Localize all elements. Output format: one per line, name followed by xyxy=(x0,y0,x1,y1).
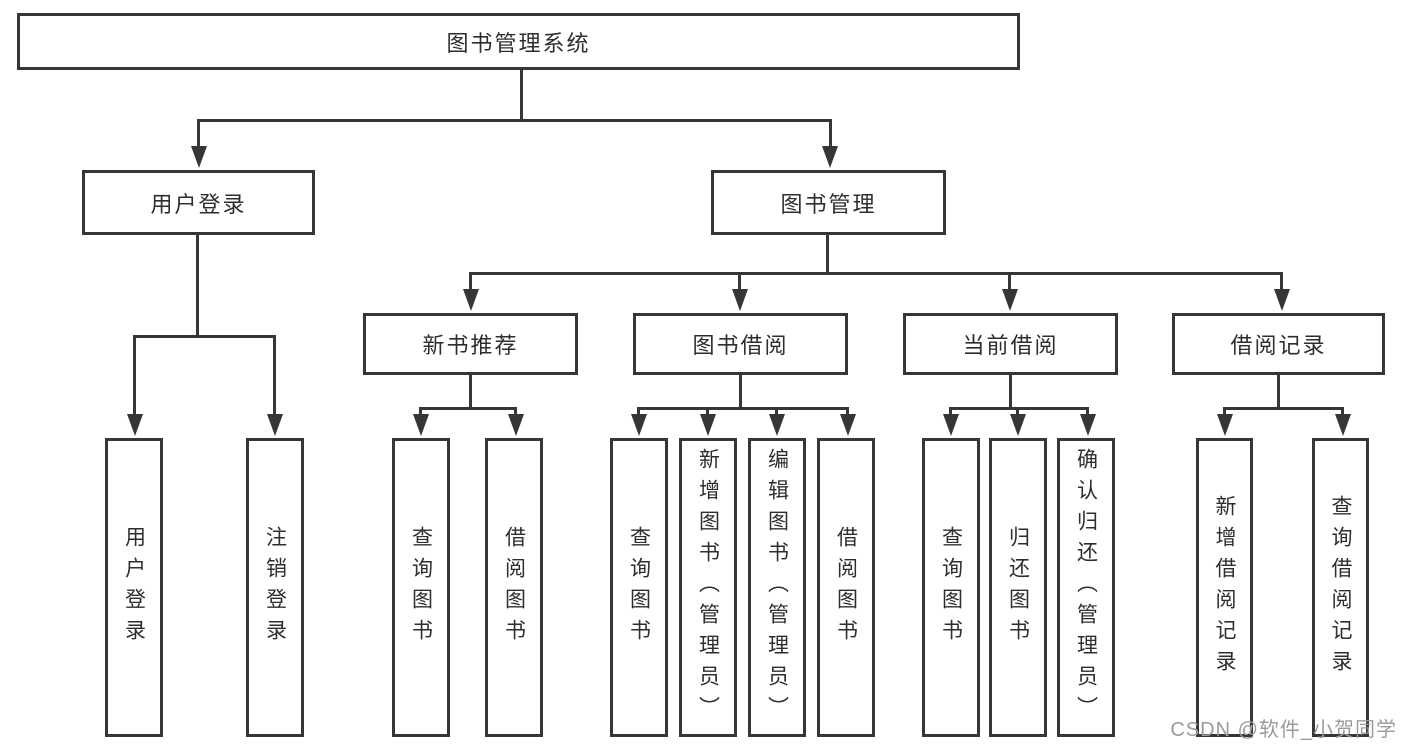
leaf-add-borrow-record: 新增借阅记录 xyxy=(1196,438,1253,737)
arrow-down-icon xyxy=(1010,414,1026,436)
leaf-logout: 注销登录 xyxy=(246,438,304,737)
arrow-down-icon xyxy=(700,414,716,436)
node-borrow-records: 借阅记录 xyxy=(1172,313,1385,375)
arrow-down-icon xyxy=(769,414,785,436)
leaf-query-books-3: 查询图书 xyxy=(922,438,980,737)
arrow-down-icon xyxy=(732,289,748,311)
connector-line xyxy=(469,272,1283,275)
arrow-down-icon xyxy=(191,146,207,168)
connector-line xyxy=(419,407,517,410)
leaf-user-login-label: 用户登录 xyxy=(122,525,146,650)
leaf-return-book-label: 归还图书 xyxy=(1006,525,1030,650)
leaf-add-borrow-record-label: 新增借阅记录 xyxy=(1213,494,1236,681)
arrow-down-icon xyxy=(1080,414,1096,436)
leaf-borrow-books-1: 借阅图书 xyxy=(485,438,543,737)
connector-line xyxy=(197,119,200,151)
leaf-borrow-books-2: 借阅图书 xyxy=(817,438,875,737)
connector-line xyxy=(637,407,640,419)
connector-line xyxy=(520,70,523,122)
node-current-borrow: 当前借阅 xyxy=(903,313,1118,375)
connector-line xyxy=(1277,375,1280,410)
connector-line xyxy=(739,375,742,410)
arrow-down-icon xyxy=(1217,414,1233,436)
connector-line xyxy=(1223,407,1226,419)
leaf-query-borrow-record: 查询借阅记录 xyxy=(1312,438,1369,737)
arrow-down-icon xyxy=(463,289,479,311)
leaf-query-books-3-label: 查询图书 xyxy=(939,525,963,650)
connector-line xyxy=(514,407,517,419)
arrow-down-icon xyxy=(822,146,838,168)
node-book-borrow: 图书借阅 xyxy=(633,313,848,375)
connector-line xyxy=(846,407,849,419)
connector-line xyxy=(1008,272,1011,294)
watermark: CSDN @软件_小贺同学 xyxy=(1170,719,1397,741)
connector-line xyxy=(469,375,472,410)
node-book-management: 图书管理 xyxy=(711,170,946,235)
leaf-query-books-1-label: 查询图书 xyxy=(409,525,433,650)
node-root: 图书管理系统 xyxy=(17,13,1020,70)
connector-line xyxy=(419,407,422,419)
leaf-borrow-books-2-label: 借阅图书 xyxy=(834,525,858,650)
node-new-book-recommend-label: 新书推荐 xyxy=(422,333,519,358)
arrow-down-icon xyxy=(1335,414,1351,436)
node-root-label: 图书管理系统 xyxy=(446,30,591,56)
arrow-down-icon xyxy=(267,414,283,436)
node-book-management-label: 图书管理 xyxy=(780,191,877,217)
connector-line xyxy=(949,407,1089,410)
node-book-borrow-label: 图书借阅 xyxy=(692,333,789,358)
connector-line xyxy=(197,119,832,122)
arrow-down-icon xyxy=(631,414,647,436)
leaf-query-books-2-label: 查询图书 xyxy=(627,525,651,650)
connector-line xyxy=(738,272,741,294)
arrow-down-icon xyxy=(943,414,959,436)
arrow-down-icon xyxy=(840,414,856,436)
connector-line xyxy=(775,407,778,419)
leaf-return-book: 归还图书 xyxy=(989,438,1047,737)
leaf-add-book-admin-label: 新增图书（管理员） xyxy=(696,448,720,727)
connector-line xyxy=(949,407,952,419)
leaf-add-book-admin: 新增图书（管理员） xyxy=(679,438,737,737)
arrow-down-icon xyxy=(1274,289,1290,311)
leaf-query-books-2: 查询图书 xyxy=(610,438,668,737)
connector-line xyxy=(1086,407,1089,419)
connector-line xyxy=(1341,407,1344,419)
connector-line xyxy=(826,235,829,275)
connector-line xyxy=(1009,375,1012,410)
node-current-borrow-label: 当前借阅 xyxy=(962,333,1059,358)
leaf-query-borrow-record-label: 查询借阅记录 xyxy=(1329,494,1352,681)
leaf-logout-label: 注销登录 xyxy=(263,525,287,650)
node-borrow-records-label: 借阅记录 xyxy=(1230,333,1327,358)
connector-line xyxy=(196,235,199,338)
leaf-edit-book-admin-label: 编辑图书（管理员） xyxy=(765,448,789,727)
connector-line xyxy=(1016,407,1019,419)
leaf-confirm-return-admin-label: 确认归还（管理员） xyxy=(1074,448,1098,727)
arrow-down-icon xyxy=(413,414,429,436)
arrow-down-icon xyxy=(127,414,143,436)
leaf-query-books-1: 查询图书 xyxy=(392,438,450,737)
node-user-login: 用户登录 xyxy=(82,170,315,235)
arrow-down-icon xyxy=(1002,289,1018,311)
node-user-login-label: 用户登录 xyxy=(150,191,247,217)
connector-line xyxy=(469,272,472,294)
arrow-down-icon xyxy=(508,414,524,436)
connector-line xyxy=(1280,272,1283,294)
connector-line xyxy=(273,335,276,419)
connector-line xyxy=(133,335,276,338)
connector-line xyxy=(1223,407,1344,410)
node-new-book-recommend: 新书推荐 xyxy=(363,313,578,375)
leaf-user-login: 用户登录 xyxy=(105,438,163,737)
connector-line xyxy=(829,119,832,151)
leaf-edit-book-admin: 编辑图书（管理员） xyxy=(748,438,806,737)
connector-line xyxy=(133,335,136,419)
leaf-confirm-return-admin: 确认归还（管理员） xyxy=(1057,438,1115,737)
connector-line xyxy=(637,407,849,410)
leaf-borrow-books-1-label: 借阅图书 xyxy=(502,525,526,650)
connector-line xyxy=(706,407,709,419)
